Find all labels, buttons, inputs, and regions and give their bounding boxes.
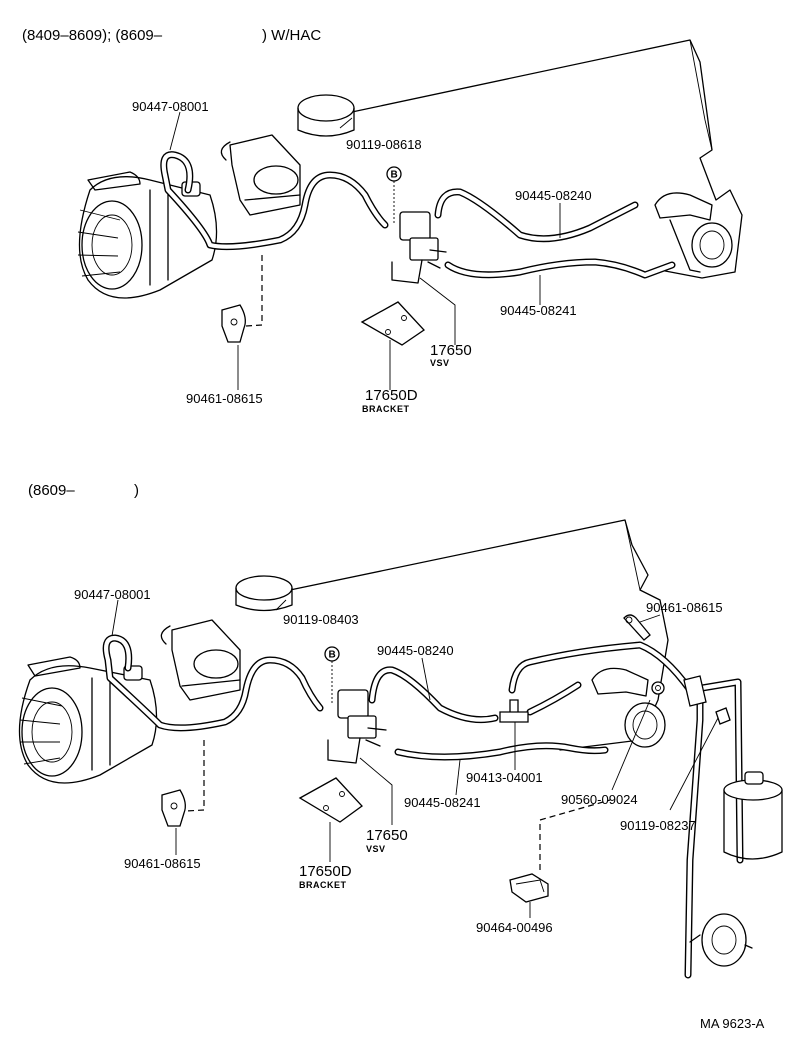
top-leader-vsv bbox=[419, 277, 456, 345]
bottom-leader-grommet bbox=[611, 699, 651, 791]
top-header-start: (8409–8609); (8609– bbox=[22, 27, 163, 44]
top-engine-outline bbox=[351, 39, 743, 279]
bottom-leader-bolt bbox=[669, 717, 719, 811]
bottom-label-clip: 90464-00496 bbox=[476, 920, 553, 935]
top-marker-text: B bbox=[391, 170, 398, 181]
bottom-label-plug: 90119-08403 bbox=[283, 612, 359, 627]
top-label-hose-b: 90445-08240 bbox=[515, 188, 592, 203]
top-clamp bbox=[221, 304, 246, 343]
bottom-filler-cap-body bbox=[235, 587, 293, 612]
bottom-clip bbox=[509, 873, 549, 903]
bottom-section: (8609– ) bbox=[18, 482, 783, 979]
bottom-label-hose-b: 90445-08240 bbox=[377, 643, 454, 658]
top-filler-cap-body bbox=[297, 107, 355, 137]
bottom-label-bolt: 90119-08237 bbox=[620, 818, 696, 833]
bottom-header-end: ) bbox=[134, 482, 139, 499]
footer-code: MA 9623-A bbox=[700, 1016, 765, 1031]
top-engine-edge bbox=[689, 39, 713, 151]
bottom-egr bbox=[591, 667, 666, 748]
bottom-engine-edge bbox=[624, 519, 641, 591]
bottom-label-vsv-txt: VSV bbox=[366, 844, 386, 854]
top-label-hose-c: 90445-08241 bbox=[500, 303, 577, 318]
top-label-vsv-txt: VSV bbox=[430, 358, 450, 368]
bottom-marker-text: B bbox=[329, 650, 336, 661]
bottom-label-hose-c: 90445-08241 bbox=[404, 795, 481, 810]
bottom-vsv bbox=[327, 689, 387, 764]
top-header-end: ) W/HAC bbox=[262, 27, 321, 44]
top-vsv bbox=[391, 211, 447, 284]
bottom-filler-cap bbox=[235, 575, 293, 601]
top-label-hose-a: 90447-08001 bbox=[132, 99, 209, 114]
bottom-label-clamp-left: 90461-08615 bbox=[124, 856, 201, 871]
bottom-leader-vsv bbox=[359, 757, 393, 825]
top-alternator bbox=[77, 171, 218, 299]
bottom-alternator bbox=[18, 656, 158, 784]
bottom-clamp-left bbox=[161, 789, 186, 827]
top-clamp-dashed bbox=[245, 255, 263, 327]
bottom-label-grommet: 90560-09024 bbox=[561, 792, 638, 807]
bottom-clamp-dashed bbox=[185, 740, 205, 812]
bottom-leader-hose-c bbox=[455, 759, 461, 796]
top-label-bracket-txt: BRACKET bbox=[362, 404, 410, 414]
bottom-leader-hose-b bbox=[421, 657, 431, 701]
bottom-label-bracket-num: 17650D bbox=[299, 863, 352, 880]
top-label-bracket-num: 17650D bbox=[365, 387, 418, 404]
bottom-bracket bbox=[298, 777, 363, 823]
bottom-thermo-housing bbox=[160, 619, 241, 701]
bottom-leader-hose-a bbox=[111, 599, 119, 637]
bottom-hose-joint bbox=[683, 675, 707, 707]
bottom-tee bbox=[499, 699, 529, 723]
top-section: (8409–8609); (8609– ) W/HAC bbox=[22, 27, 743, 414]
top-label-plug: 90119-08618 bbox=[346, 137, 422, 152]
top-egr bbox=[654, 192, 733, 273]
bottom-leader-plug bbox=[275, 599, 287, 611]
bottom-label-bracket-txt: BRACKET bbox=[299, 880, 347, 890]
top-thermo-housing bbox=[220, 134, 301, 216]
top-filler-cap bbox=[297, 94, 355, 122]
bottom-header-start: (8609– bbox=[28, 482, 75, 499]
bottom-leader-clamp-top bbox=[639, 614, 661, 623]
bottom-grommet bbox=[651, 681, 665, 695]
top-leader-plug bbox=[339, 117, 353, 129]
bottom-clamp-top bbox=[623, 614, 651, 641]
bottom-label-clamp-top: 90461-08615 bbox=[646, 600, 723, 615]
top-bracket bbox=[360, 301, 425, 346]
top-leader-hose-a bbox=[169, 111, 181, 151]
bottom-hose-b bbox=[368, 666, 499, 724]
bottom-bolt bbox=[715, 707, 731, 725]
top-label-clamp: 90461-08615 bbox=[186, 391, 263, 406]
top-label-vsv-num: 17650 bbox=[430, 342, 472, 359]
bottom-label-tee: 90413-04001 bbox=[466, 770, 543, 785]
bottom-label-hose-a: 90447-08001 bbox=[74, 587, 151, 602]
bottom-canister bbox=[723, 771, 783, 860]
bottom-clip-dashed bbox=[539, 799, 611, 870]
bottom-diaphragm bbox=[689, 913, 753, 967]
bottom-label-vsv-num: 17650 bbox=[366, 827, 408, 844]
